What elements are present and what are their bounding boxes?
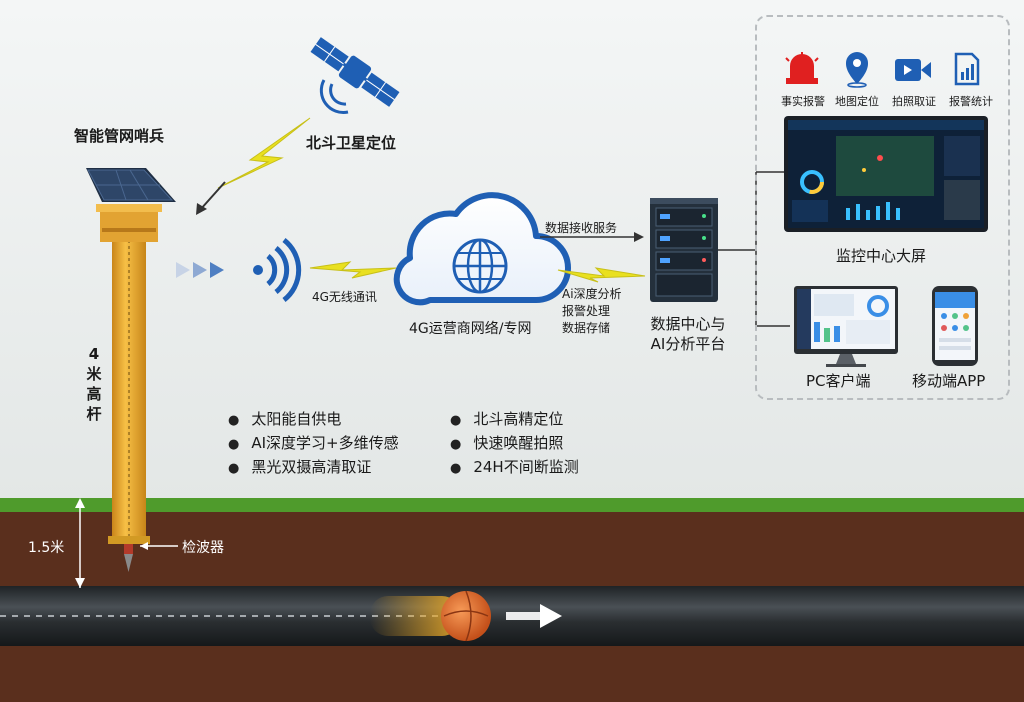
pc-monitor <box>794 286 898 367</box>
panel-icon-label-stats: 报警统计 <box>949 95 993 108</box>
datacenter-label-line2: AI分析平台 <box>650 335 726 353</box>
grass-strip <box>0 498 1024 514</box>
mobile-phone <box>932 286 978 366</box>
wireless-lightning <box>309 261 397 279</box>
video-camera-icon <box>895 59 931 81</box>
feature-beidou: 北斗高精定位 <box>450 408 563 429</box>
feature-solar: 太阳能自供电 <box>228 408 341 429</box>
satellite-label: 北斗卫星定位 <box>306 134 397 152</box>
satellite-icon <box>310 37 400 107</box>
datacenter-label: 数据中心与 AI分析平台 <box>643 314 733 354</box>
map-pin-icon <box>846 52 868 88</box>
satellite-signal-icon <box>319 79 349 114</box>
network-label: 4G运营商网络/专网 <box>409 321 532 337</box>
pig-motion-blur <box>370 596 460 636</box>
feature-24h: 24H不间断监测 <box>450 456 578 477</box>
wifi-signal-icon <box>253 238 302 302</box>
ai-label-storage: 数据存储 <box>562 321 611 335</box>
sentinel-pole <box>108 238 150 572</box>
bigscreen-label: 监控中心大屏 <box>836 247 927 265</box>
feature-ai: AI深度学习+多维传感 <box>228 432 398 453</box>
datacenter-label-line1: 数据中心与 <box>650 315 726 333</box>
detector-pointer <box>140 542 178 550</box>
pc-label: PC客户端 <box>806 372 871 390</box>
pipeline-pig <box>441 591 491 641</box>
ai-label-analysis: Ai深度分析 <box>562 287 622 301</box>
big-screen-monitor <box>784 116 988 232</box>
panel-icon-label-photo: 拍照取证 <box>892 95 936 108</box>
ai-processing-labels: Ai深度分析 报警处理 数据存储 <box>562 286 622 337</box>
alarm-light-icon <box>785 52 819 84</box>
panel-icon-label-alarm: 事实报警 <box>781 95 825 108</box>
server-rack-icon <box>650 198 718 302</box>
satellite-lightning <box>217 117 311 189</box>
detector-label: 检波器 <box>182 540 224 556</box>
receive-arrow <box>540 232 644 242</box>
receive-label: 数据接收服务 <box>545 221 618 235</box>
feature-camera: 黑光双摄高清取证 <box>228 456 371 477</box>
depth-dimension <box>75 498 85 588</box>
satellite-downlink-arrow <box>196 181 226 215</box>
sentinel-label: 智能管网哨兵 <box>74 127 165 145</box>
monitoring-panel <box>755 15 1010 400</box>
panel-icon-label-map: 地图定位 <box>835 95 879 108</box>
feature-wakeup: 快速唤醒拍照 <box>450 432 563 453</box>
transmit-arrows-icon <box>176 262 224 278</box>
server-lightning <box>557 267 646 283</box>
pole-height-label: 4 米 高 杆 <box>86 345 102 423</box>
statistics-doc-icon <box>954 52 980 86</box>
sentinel-head <box>86 168 176 242</box>
flow-direction-arrow <box>506 604 562 628</box>
mobile-label: 移动端APP <box>912 372 986 390</box>
wireless-label: 4G无线通讯 <box>312 290 377 304</box>
ai-label-alarm: 报警处理 <box>562 304 611 318</box>
cloud-network-icon <box>393 192 571 306</box>
depth-label: 1.5米 <box>28 540 65 556</box>
